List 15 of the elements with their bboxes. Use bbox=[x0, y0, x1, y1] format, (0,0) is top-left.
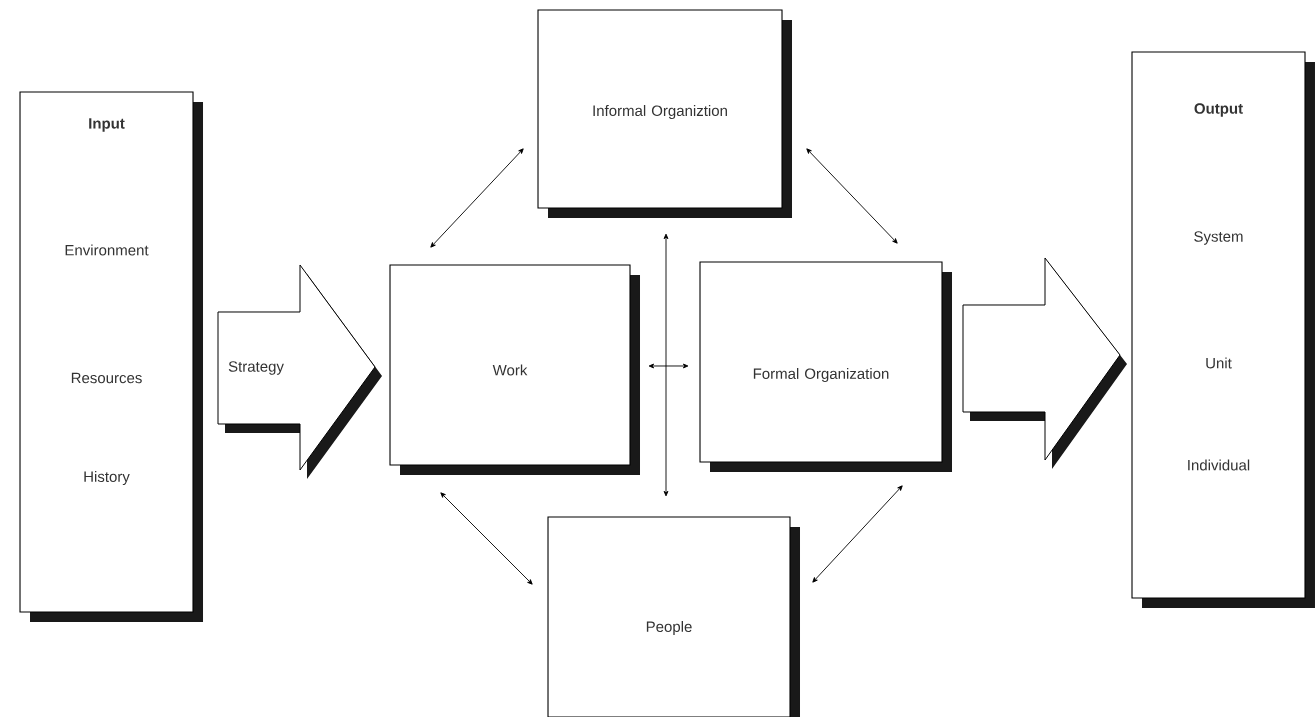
arrow bbox=[430, 148, 524, 248]
arrow bbox=[440, 492, 533, 585]
edge-label: Strategy bbox=[228, 361, 284, 375]
stage-column: Input Environment Resources History bbox=[19, 91, 203, 622]
component-box: Formal Organization bbox=[699, 261, 952, 472]
block-arrow bbox=[217, 264, 382, 479]
arrow bbox=[663, 233, 669, 497]
block-arrow bbox=[962, 257, 1127, 469]
component-box: People bbox=[547, 516, 800, 717]
arrow bbox=[806, 148, 898, 244]
stage-column: Output System Unit Individual bbox=[1131, 51, 1315, 608]
arrow bbox=[812, 485, 903, 583]
component-box: Work bbox=[389, 264, 640, 475]
component-box: Informal Organiztion bbox=[537, 9, 792, 218]
arrow bbox=[648, 363, 689, 369]
